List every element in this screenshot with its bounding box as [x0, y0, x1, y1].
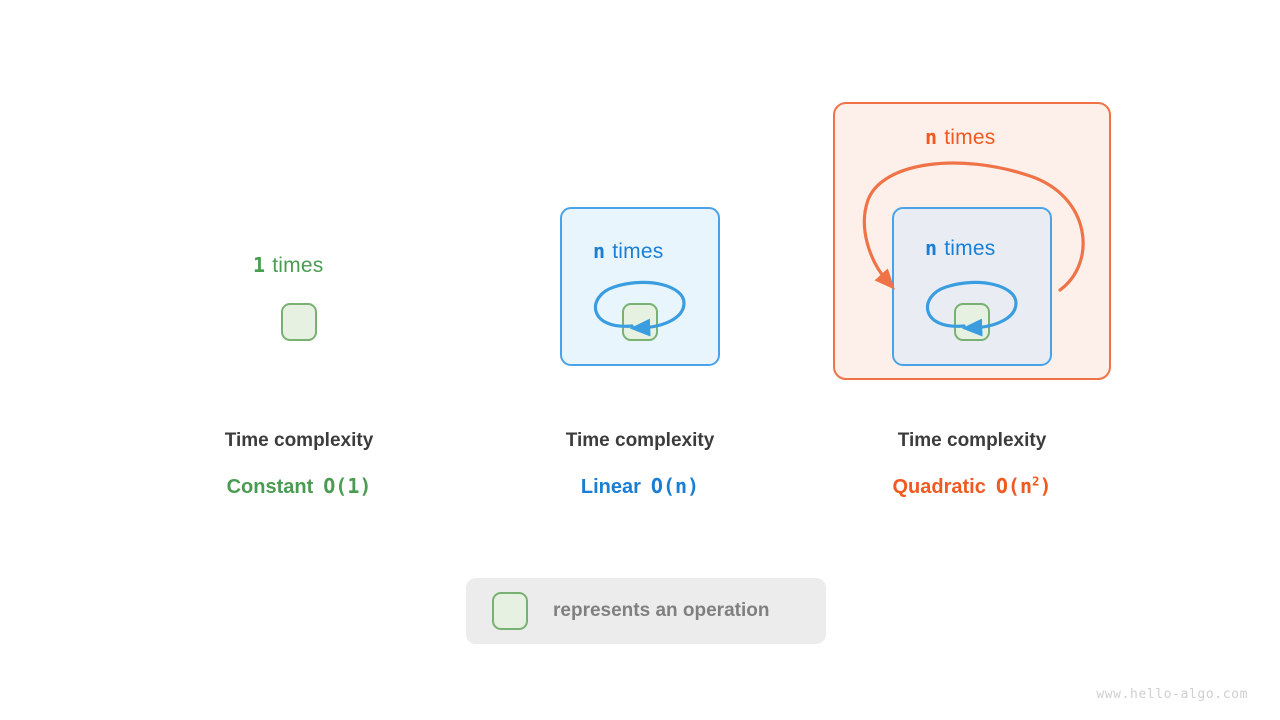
caption-quadratic-name: Quadratic — [892, 476, 986, 498]
legend-text: represents an operation — [553, 600, 770, 621]
linear-loop-box — [560, 207, 720, 366]
caption-quadratic-title: Time complexity — [897, 430, 1047, 451]
legend: represents an operation — [466, 578, 826, 644]
caption-linear-name: Linear — [580, 476, 641, 498]
watermark: www.hello-algo.com — [1096, 687, 1248, 702]
caption-quadratic-bigo-close: ) — [1039, 474, 1052, 498]
quadratic-inner-loop-box — [892, 207, 1052, 366]
caption-linear-title: Time complexity — [565, 430, 715, 451]
caption-quadratic-value: Quadratic O(n2) — [822, 474, 1122, 499]
caption-linear-value: Linear O(n) — [490, 474, 790, 499]
quadratic-outer-times-word: times — [944, 126, 996, 149]
caption-quadratic-bigo-exponent: 2 — [1031, 473, 1040, 489]
operation-box-quadratic — [954, 303, 990, 341]
caption-quadratic-bigo-base: O(n — [995, 474, 1032, 498]
caption-quadratic-bigo: O(n2) — [996, 474, 1052, 498]
operation-box-linear — [622, 303, 658, 341]
quadratic-inner-times-word: times — [944, 237, 996, 260]
quadratic-inner-times-count: n — [925, 236, 938, 260]
quadratic-outer-times-count: n — [925, 125, 938, 149]
caption-constant-title: Time complexity — [224, 430, 374, 451]
caption-quadratic: Time complexity Quadratic O(n2) — [822, 430, 1122, 499]
linear-times-count: n — [593, 239, 606, 263]
caption-constant-bigo: O(1) — [323, 474, 372, 498]
constant-times-label: 1 times — [253, 253, 323, 278]
caption-constant: Time complexity Constant O(1) — [149, 430, 449, 499]
caption-linear: Time complexity Linear O(n) — [490, 430, 790, 499]
constant-times-word: times — [272, 254, 324, 277]
caption-constant-value: Constant O(1) — [149, 474, 449, 499]
operation-swatch-icon — [492, 592, 528, 630]
operation-box-constant — [281, 303, 317, 341]
linear-times-word: times — [612, 240, 664, 263]
caption-constant-name: Constant — [226, 476, 314, 498]
constant-times-count: 1 — [253, 253, 266, 277]
caption-linear-bigo: O(n) — [650, 474, 700, 498]
